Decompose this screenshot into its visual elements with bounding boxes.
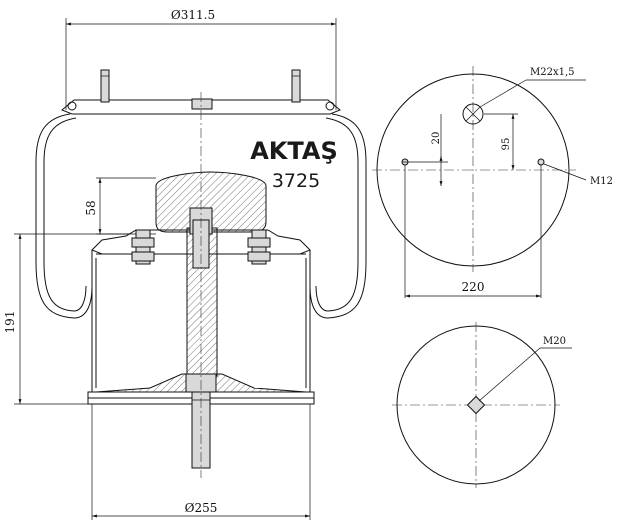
bumper-height-dimension: 58 xyxy=(84,177,156,235)
bottom-diameter-dimension: Ø255 xyxy=(91,404,311,520)
hole-spacing-label: 220 xyxy=(462,280,485,294)
height-dimension: 191 xyxy=(3,233,130,405)
side-view: Ø311.5 58 xyxy=(3,8,367,520)
side-bolt-right xyxy=(247,229,271,265)
bottom-thread-callout: M20 xyxy=(543,336,566,347)
top-diameter-label: Ø311.5 xyxy=(171,8,215,22)
top-stud-left xyxy=(100,69,110,103)
center-thread-callout: M22x1,5 xyxy=(530,67,575,78)
offset-large-label: 95 xyxy=(501,138,512,151)
rubber-bellow xyxy=(35,113,367,319)
stud-hole-right xyxy=(537,158,545,166)
height-label: 191 xyxy=(3,311,17,334)
central-bolt xyxy=(185,207,218,469)
top-view: M22x1,5 M12 20 95 220 xyxy=(372,66,613,298)
part-number: 3725 xyxy=(272,170,320,192)
offset-small-label: 20 xyxy=(431,132,442,145)
bottom-diameter-label: Ø255 xyxy=(185,501,218,515)
center-thread-hole xyxy=(462,103,484,125)
top-center-fitting xyxy=(191,98,213,110)
bumper-height-label: 58 xyxy=(84,200,98,215)
top-plate xyxy=(61,69,341,115)
bottom-thread-hole xyxy=(466,395,486,415)
bottom-view: M20 xyxy=(392,322,572,488)
top-diameter-dimension: Ø311.5 xyxy=(65,8,337,110)
side-bolt-left xyxy=(131,229,155,265)
stud-thread-callout: M12 xyxy=(590,176,613,187)
rubber-bumper xyxy=(155,171,267,233)
top-stud-right xyxy=(291,69,301,103)
brand-logo: AKTAŞ xyxy=(250,137,338,165)
